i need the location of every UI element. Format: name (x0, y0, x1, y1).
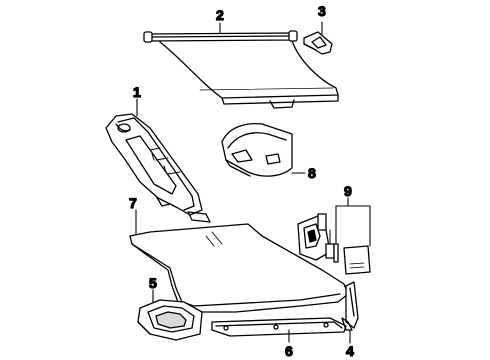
callout-5: 5 (149, 275, 157, 291)
cargo-cover-part (143, 30, 339, 109)
callout-8: 8 (308, 165, 316, 181)
callout-1: 1 (133, 84, 141, 100)
callout-7: 7 (129, 195, 137, 211)
sill-plate-part (211, 317, 347, 337)
wheelhouse-trim-part (221, 122, 293, 177)
callout-9: 9 (344, 183, 352, 199)
callout-6: 6 (285, 343, 293, 359)
callout-2: 2 (216, 7, 224, 23)
retainer-strip-part (341, 281, 359, 331)
cover-bracket-part (303, 31, 333, 55)
leader-lines (135, 21, 371, 344)
jack-assembly-part (297, 213, 371, 275)
side-trim-panel-part (105, 113, 211, 223)
storage-tray-part (137, 299, 203, 341)
callout-4: 4 (346, 343, 354, 359)
callout-3: 3 (318, 3, 326, 19)
